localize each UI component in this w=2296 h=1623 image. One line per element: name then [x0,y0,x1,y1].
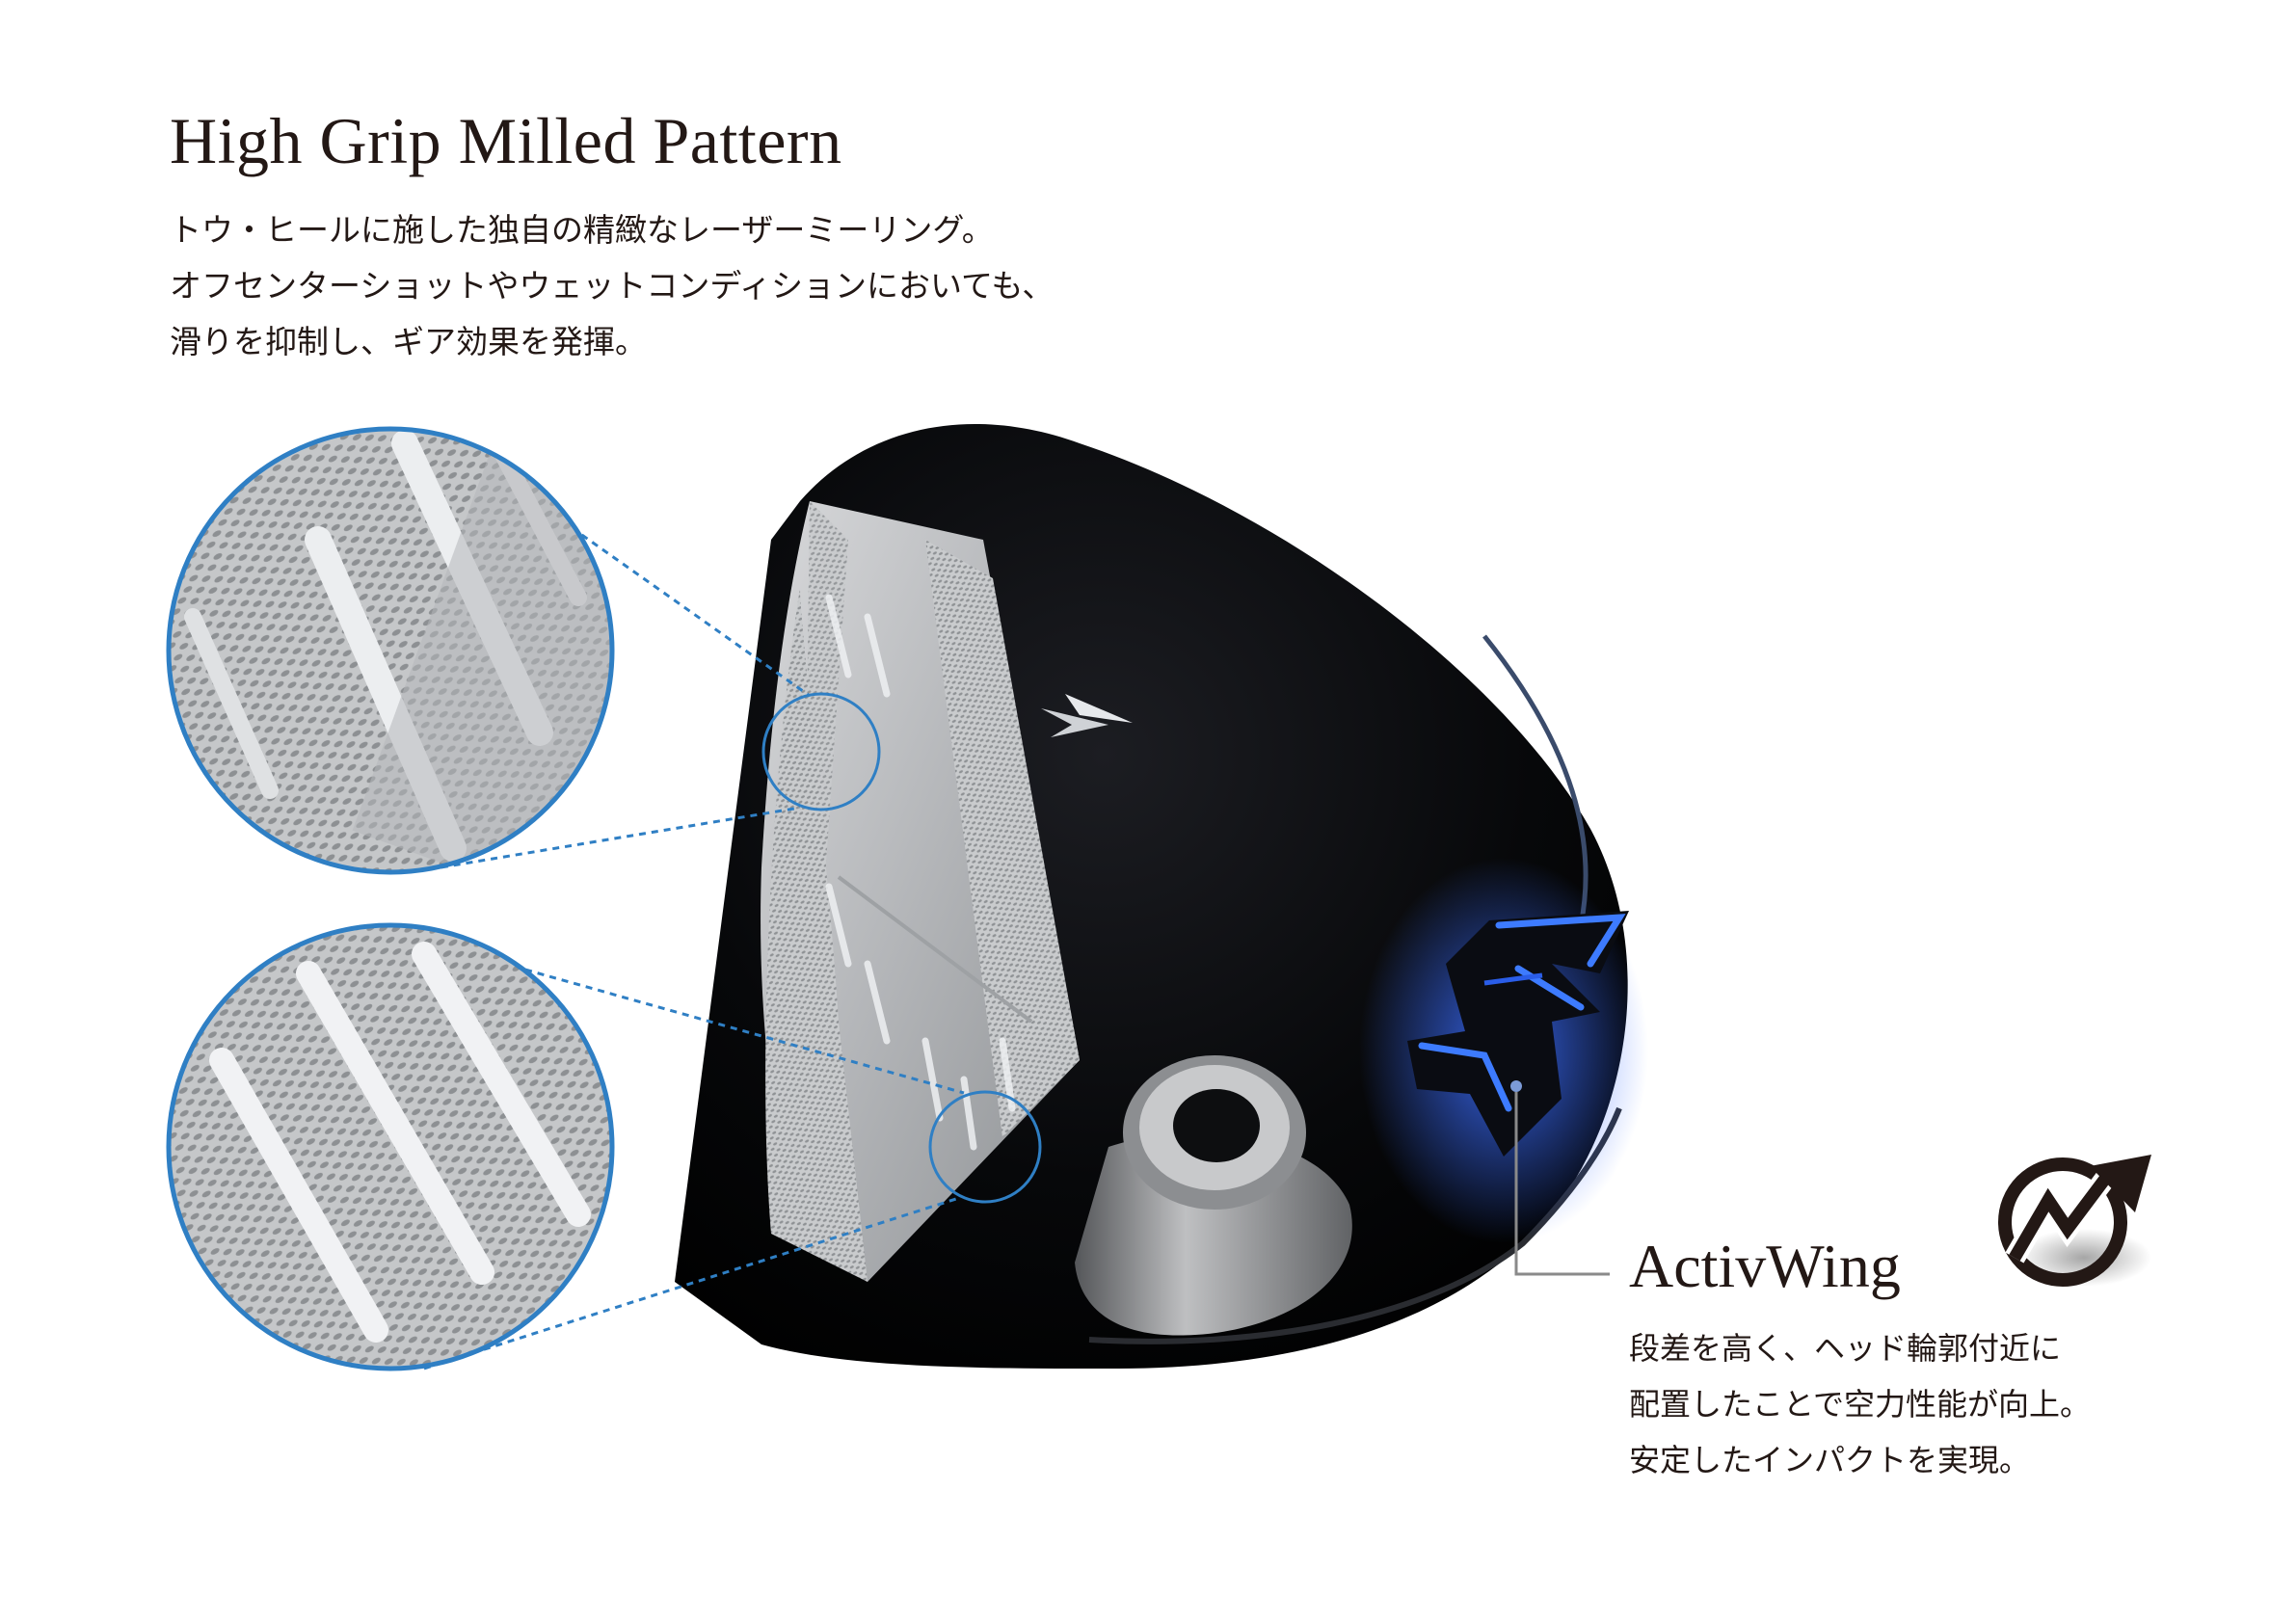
club-face [761,501,1080,1282]
activwing-line: 安定したインパクトを実現。 [1629,1442,2031,1478]
pattern-description: トウ・ヒールに施した独自の精緻なレーザーミーリング。 オフセンターショットやウェ… [170,202,1054,370]
activwing-description: 段差を高く、ヘッド輪郭付近に 配置したことで空力性能が向上。 安定したインパクト… [1629,1320,2091,1488]
zoom-circle-toe [166,426,615,875]
activwing-line: 配置したことで空力性能が向上。 [1629,1386,2092,1423]
zoom-circle-heel [166,922,615,1371]
activwing-feature [1359,858,1648,1243]
pattern-line: オフセンターショットやウェットコンディションにおいても、 [170,267,1055,305]
face-callout-heel [928,1090,1042,1204]
face-callout-toe [761,692,881,812]
activwing-line: 段差を高く、ヘッド輪郭付近に [1629,1330,2062,1367]
chevron-logo-icon [1041,694,1133,737]
activwing-leader [1510,1080,1610,1276]
pattern-line: トウ・ヒールに施した独自の精緻なレーザーミーリング。 [170,211,994,249]
zigzag-arrow-icon [1998,1155,2151,1287]
pattern-title: High Grip Milled Pattern [170,104,842,177]
pattern-line: 滑りを抑制し、ギア効果を発揮。 [170,323,647,360]
activwing-title: ActivWing [1629,1232,1901,1300]
hosel [1075,1055,1352,1336]
callout-connectors [423,490,965,1370]
